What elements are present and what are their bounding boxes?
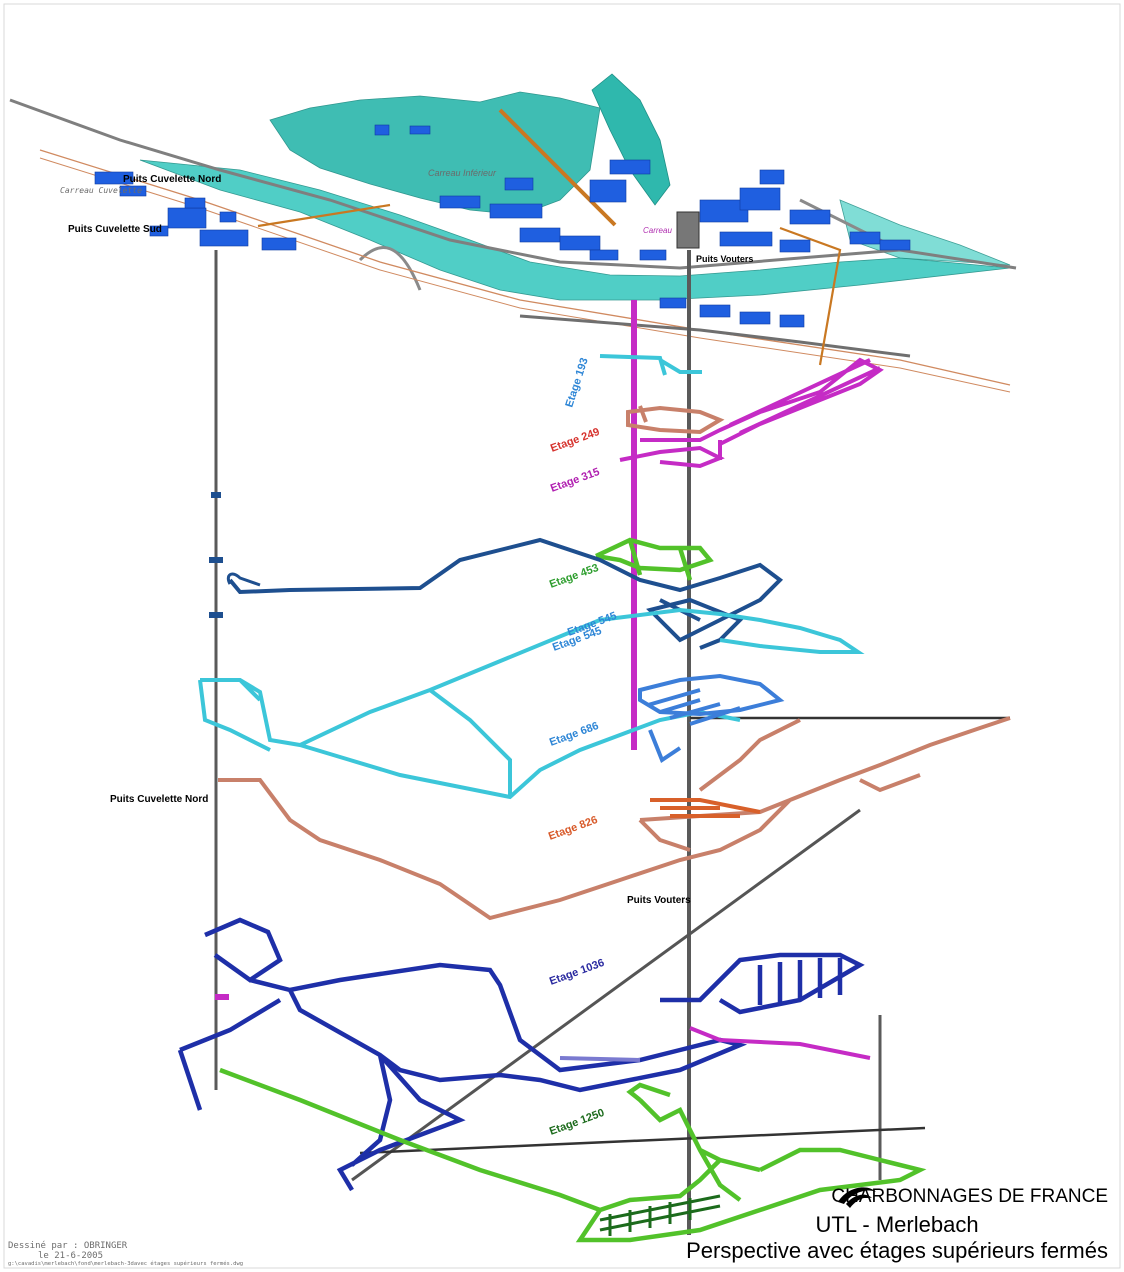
- brand-row: CHARBONNAGES DE FRANCE: [686, 1186, 1108, 1208]
- network-etage-1250-block: [599, 1194, 721, 1236]
- crosscut-1250: [359, 1126, 926, 1155]
- label-puits-vouters-depth: Puits Vouters: [627, 895, 691, 906]
- surface-layer: Puits Cuvelette Nord Puits Cuvelette Sud…: [9, 73, 1017, 393]
- shaft-marker-4: [215, 994, 229, 1000]
- label-puits-cuvelette-nord-depth: Puits Cuvelette Nord: [110, 794, 208, 805]
- shaft-marker-2: [209, 557, 223, 563]
- label-carreau: Carreau: [643, 226, 672, 235]
- label-etage-1036: Etage 1036: [548, 957, 606, 988]
- network-etage-826-block: [650, 798, 761, 818]
- road-main: [9, 98, 1017, 270]
- terrain-river-band: [139, 159, 1011, 301]
- vouters-headframe: [676, 211, 700, 249]
- credits: Dessiné par : OBRINGER le 21-6-2005 g:\c…: [8, 1241, 243, 1268]
- network-etage-1036-magenta: [689, 1026, 871, 1060]
- network-etage-193: [599, 354, 702, 376]
- network-etage-1036-link: [559, 1056, 641, 1062]
- company-name: CHARBONNAGES DE FRANCE: [831, 1186, 1108, 1207]
- road-lower: [519, 314, 911, 358]
- label-puits-cuvelette-sud: Puits Cuvelette Sud: [68, 224, 162, 235]
- title-block: CHARBONNAGES DE FRANCE UTL - Merlebach P…: [686, 1186, 1108, 1264]
- drawing-caption: Perspective avec étages supérieurs fermé…: [686, 1238, 1108, 1263]
- shaft-magenta: [631, 300, 637, 750]
- label-carreau-inferieur: Carreau Inférieur: [428, 168, 497, 178]
- network-etage-453: [595, 537, 714, 581]
- label-etage-453: Etage 453: [548, 562, 600, 591]
- network-etage-453-blue: [228, 537, 784, 650]
- cdf-logo: [838, 1187, 876, 1208]
- drawn-by: Dessiné par : OBRINGER: [8, 1241, 128, 1251]
- buildings-east: [659, 169, 911, 328]
- conveyor-2: [257, 203, 391, 228]
- network-etage-826: [218, 716, 1011, 921]
- network-etage-453-loop: [226, 572, 261, 587]
- terrain-north-peak: [591, 73, 671, 206]
- label-etage-249: Etage 249: [549, 426, 601, 455]
- label-puits-cuvelette-nord-top: Puits Cuvelette Nord: [123, 174, 221, 185]
- network-etage-686: [638, 673, 785, 764]
- label-etage-193: Etage 193: [563, 356, 590, 409]
- label-etage-315: Etage 315: [549, 466, 601, 495]
- inclined-shaft: [351, 808, 861, 1182]
- label-etage-826: Etage 826: [547, 814, 599, 843]
- label-carreau-cuvelette: Carreau Cuvelette: [60, 186, 142, 195]
- shaft-marker-1: [211, 492, 221, 498]
- shafts: [209, 250, 1010, 1235]
- network-etage-249: [626, 405, 725, 435]
- conveyor-1: [498, 108, 617, 227]
- network-etage-1036: [177, 917, 865, 1192]
- network-etage-315: [619, 357, 884, 469]
- buildings-center: [374, 124, 667, 261]
- network-etage-545: [198, 607, 865, 800]
- label-puits-vouters-top: Puits Vouters: [696, 254, 753, 264]
- buildings-west: [94, 171, 297, 251]
- drawn-date: le 21-6-2005: [38, 1251, 104, 1261]
- frame: [3, 3, 1121, 1269]
- shaft-marker-3: [209, 612, 223, 618]
- road-curve: [358, 246, 422, 291]
- network-etage-1250: [219, 1067, 927, 1243]
- label-etage-1250: Etage 1250: [548, 1107, 606, 1138]
- file-path: g:\cavadis\merlebach\fond\merlebach-3dav…: [8, 1261, 244, 1267]
- unit-name: UTL - Merlebach: [815, 1212, 979, 1237]
- conveyor-3: [779, 226, 842, 366]
